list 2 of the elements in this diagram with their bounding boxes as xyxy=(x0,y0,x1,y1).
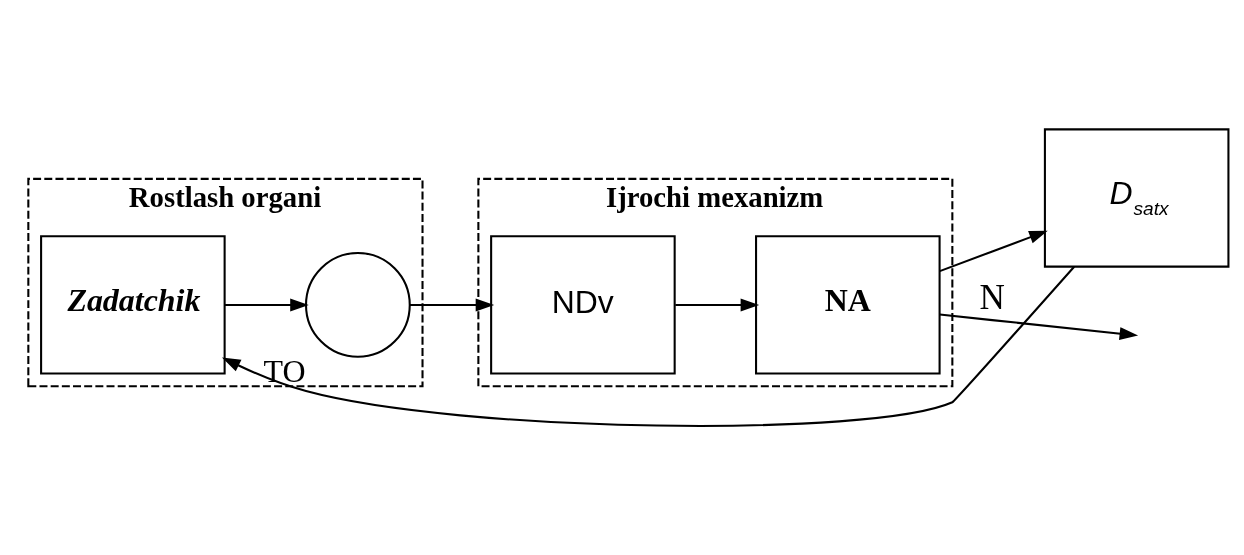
edge-label: N xyxy=(979,277,1005,317)
node-label: TO xyxy=(263,353,306,389)
